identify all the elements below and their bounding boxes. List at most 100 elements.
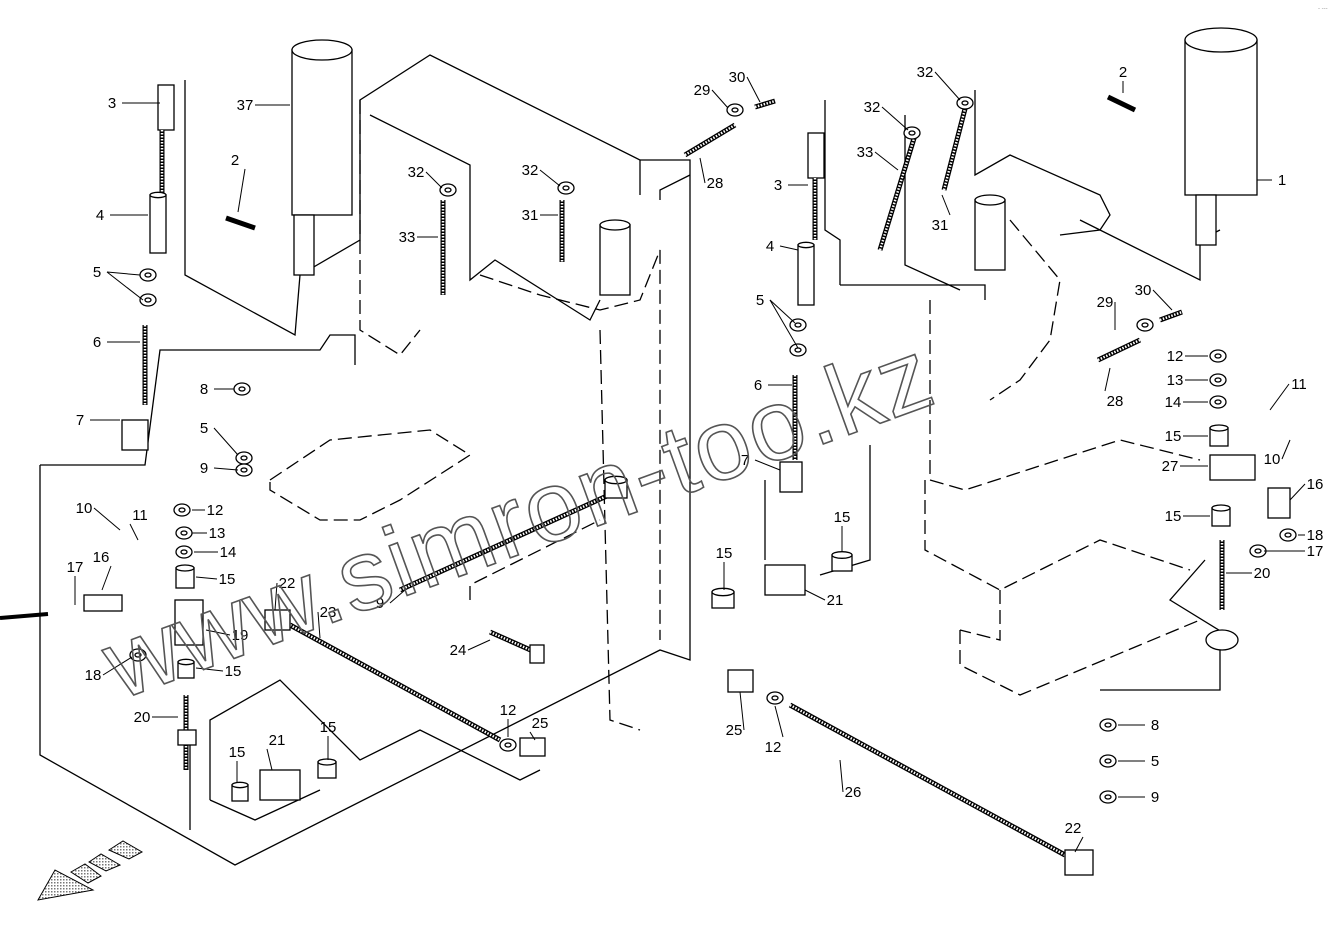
leader-line	[529, 731, 536, 741]
callout-19: 19	[232, 627, 249, 644]
callout-15: 15	[225, 663, 242, 680]
callout-12: 12	[765, 739, 782, 756]
callout-27: 27	[1162, 458, 1179, 475]
callout-21: 21	[269, 732, 286, 749]
callout-1: 1	[1278, 172, 1286, 189]
leader-line	[699, 157, 706, 184]
leader-line	[213, 467, 239, 471]
callout-32: 32	[917, 64, 934, 81]
callout-4: 4	[766, 238, 774, 255]
callout-15: 15	[716, 545, 733, 562]
corner-mark: - ---	[1318, 6, 1328, 12]
lever-19	[174, 599, 204, 646]
nut-9	[235, 463, 253, 477]
leader-line	[1152, 289, 1173, 311]
callout-10: 10	[1264, 451, 1281, 468]
pin-2b	[1106, 94, 1137, 113]
clevis-25	[519, 737, 546, 757]
leader-line	[804, 589, 826, 601]
callout-12: 12	[1167, 348, 1184, 365]
clevis-7b	[779, 461, 803, 493]
callout-30: 30	[729, 69, 746, 86]
cylinder-37	[291, 39, 353, 216]
washer-18b	[1279, 528, 1297, 542]
callout-17: 17	[1307, 543, 1324, 560]
lever-27	[1209, 454, 1256, 481]
leader-line	[195, 576, 218, 580]
washer-13	[175, 526, 193, 540]
callout-20: 20	[1254, 565, 1271, 582]
callout-2: 2	[1119, 64, 1127, 81]
leader-line	[93, 507, 121, 531]
leader-line	[941, 194, 951, 216]
nut-5d	[1099, 754, 1117, 768]
callout-32: 32	[522, 162, 539, 179]
clevis-16b	[1267, 487, 1291, 519]
leader-line	[934, 71, 961, 101]
callout-15: 15	[320, 719, 337, 736]
bushing-15h	[831, 551, 853, 572]
nut-12d	[766, 691, 784, 705]
clevis-7	[121, 419, 149, 451]
callout-15: 15	[229, 744, 246, 761]
callout-8: 8	[200, 381, 208, 398]
leader-line	[711, 89, 729, 109]
pin-28b	[1096, 337, 1142, 363]
bushing-15a	[175, 564, 195, 589]
clevis-16	[83, 594, 123, 612]
leader-line	[1281, 439, 1291, 460]
nut-12b	[499, 738, 517, 752]
leader-line	[467, 639, 491, 651]
callout-24: 24	[450, 642, 467, 659]
washer-18	[129, 648, 147, 662]
callout-14: 14	[220, 544, 237, 561]
screw-30b	[1159, 309, 1183, 323]
leader-line	[779, 245, 799, 251]
shaft-left	[398, 487, 622, 593]
cylinder-1	[1184, 27, 1258, 196]
block	[599, 219, 631, 296]
leader-line	[769, 299, 799, 349]
callout-5: 5	[93, 264, 101, 281]
callout-13: 13	[209, 525, 226, 542]
pin-2	[225, 215, 256, 231]
leader-line	[389, 589, 406, 604]
leader-line	[195, 667, 224, 672]
bolt-head-24	[529, 644, 545, 664]
leader-line	[739, 691, 745, 731]
callout-4: 4	[96, 207, 104, 224]
callout-11: 11	[1291, 376, 1307, 393]
clevis-25b	[727, 669, 754, 693]
leader-lines	[74, 71, 1306, 853]
callout-32: 32	[864, 99, 881, 116]
leader-line	[754, 459, 781, 471]
clevis-3b	[807, 132, 825, 179]
screw-30	[754, 98, 776, 110]
callout-22: 22	[279, 575, 296, 592]
leader-line	[101, 565, 112, 591]
callout-28: 28	[1107, 393, 1124, 410]
callout-10: 10	[76, 500, 93, 517]
cylinder-stem-37	[293, 214, 315, 276]
callout-15: 15	[1165, 508, 1182, 525]
shaft-end	[604, 475, 628, 499]
callout-6: 6	[754, 377, 762, 394]
callout-12: 12	[207, 502, 224, 519]
pin-28	[683, 122, 737, 158]
callout-16: 16	[93, 549, 110, 566]
callout-33: 33	[399, 229, 416, 246]
callout-5: 5	[756, 292, 764, 309]
callout-26: 26	[845, 784, 862, 801]
callout-31: 31	[932, 217, 949, 234]
leader-line	[237, 168, 246, 213]
leader-line	[769, 299, 796, 324]
callout-20: 20	[134, 709, 151, 726]
callout-15: 15	[834, 509, 851, 526]
callout-15: 15	[1165, 428, 1182, 445]
callout-3: 3	[108, 95, 116, 112]
callout-23: 23	[320, 604, 337, 621]
leader-line	[102, 656, 133, 676]
washer-5c	[789, 343, 807, 357]
